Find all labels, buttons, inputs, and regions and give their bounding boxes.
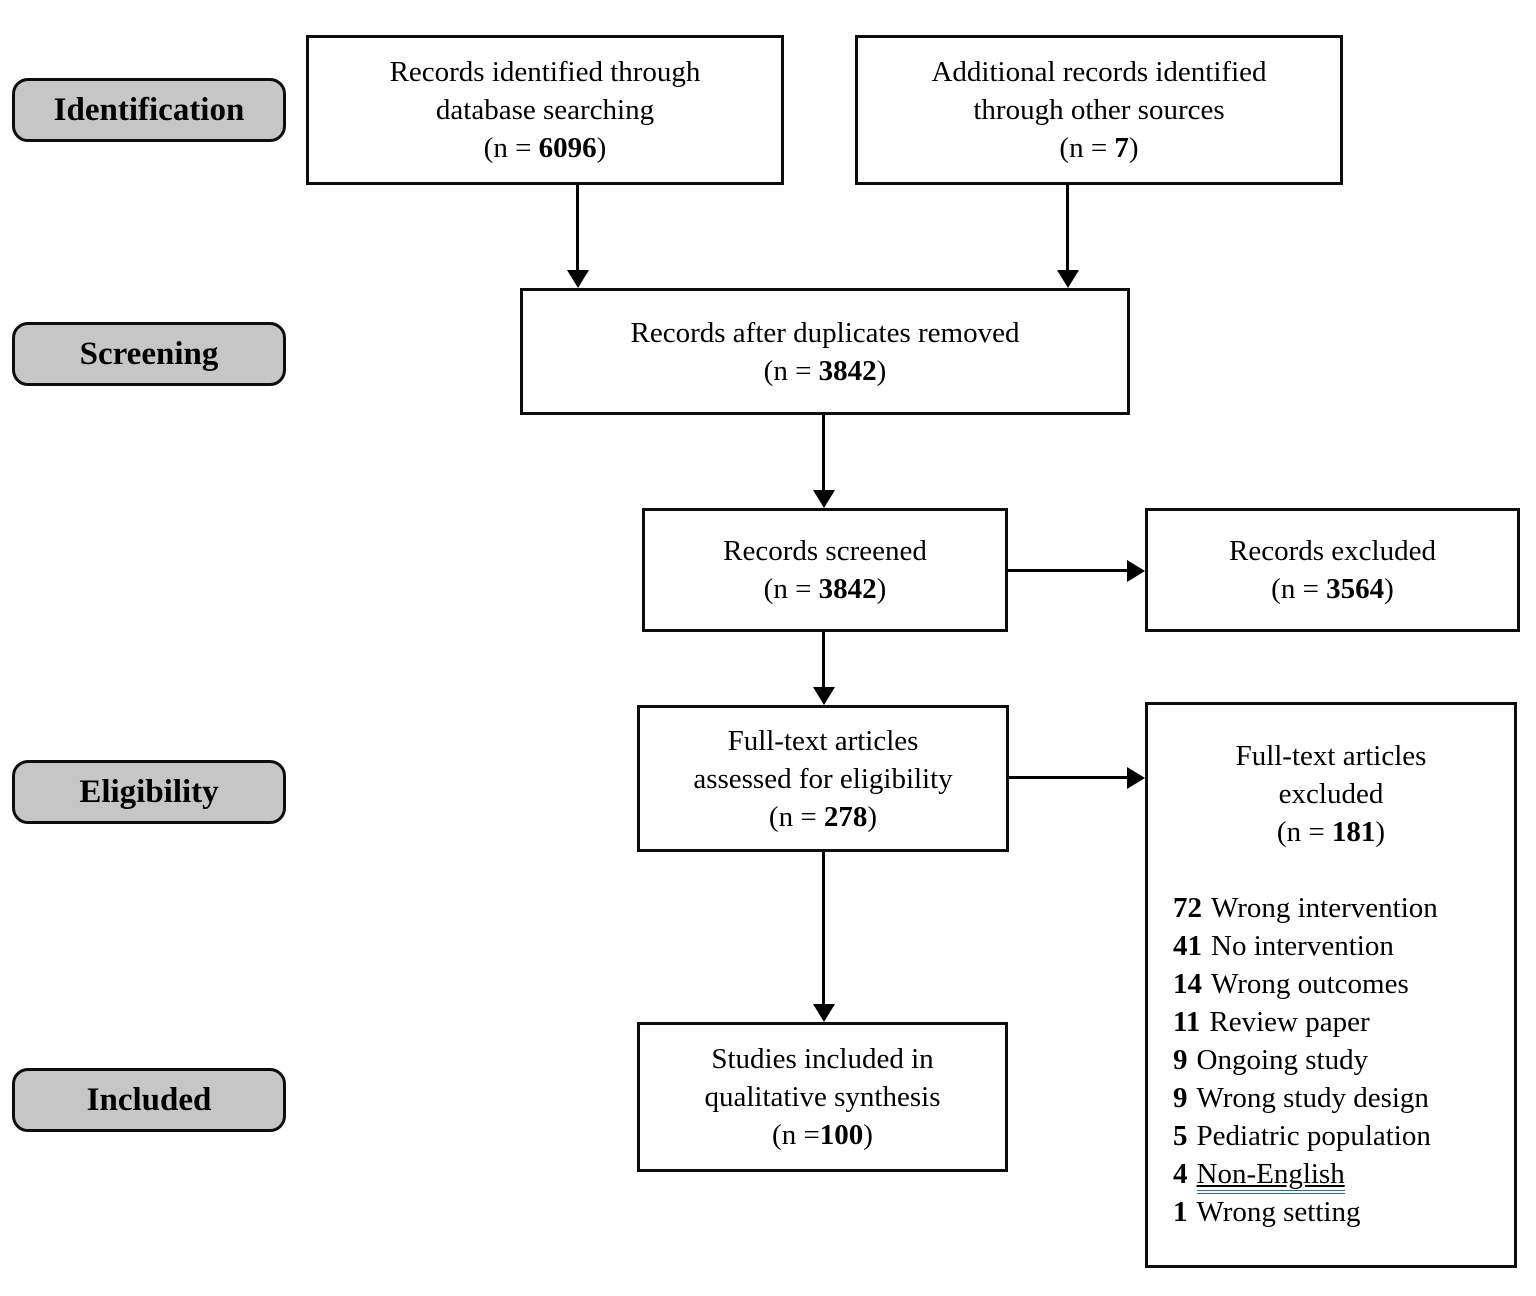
stage-label-screening: Screening: [12, 322, 286, 386]
n-count: (n = 3842): [763, 354, 887, 387]
box-text-line: Records identified through: [389, 56, 701, 88]
box-studies-included: Studies included in qualitative synthesi…: [637, 1022, 1008, 1172]
n-count: (n = 3564): [1271, 573, 1394, 605]
box-text-line: qualitative synthesis: [704, 1081, 941, 1113]
arrow-fulltext-to-fulltext-excluded: [1009, 776, 1128, 779]
arrow-screened-to-excluded: [1008, 569, 1128, 572]
stage-label-eligibility: Eligibility: [12, 760, 286, 824]
box-text-line: Studies included in: [711, 1043, 934, 1075]
box-text-line: Full-text articles: [1235, 740, 1427, 772]
box-text-line: database searching: [435, 94, 655, 126]
arrow-fulltext-to-included: [822, 852, 825, 1005]
box-records-excluded: Records excluded (n = 3564): [1145, 508, 1520, 632]
box-records-identified: Records identified through database sear…: [306, 35, 784, 185]
n-count: (n = 278): [768, 800, 878, 833]
box-additional-records: Additional records identified through ot…: [855, 35, 1343, 185]
box-text-line: through other sources: [973, 94, 1225, 126]
grammar-underlined-text: Non-English: [1196, 1158, 1345, 1194]
box-text-line: excluded: [1278, 778, 1384, 810]
box-text-line: assessed for eligibility: [693, 762, 953, 795]
stage-label-identification: Identification: [12, 78, 286, 142]
n-count: (n = 7): [1059, 132, 1139, 164]
arrow-duplicates-to-screened: [822, 415, 825, 491]
box-text-line: Records after duplicates removed: [630, 316, 1020, 349]
box-text-line: Full-text articles: [727, 724, 919, 757]
box-fulltext-excluded: Full-text articles excluded (n = 181) 72…: [1145, 702, 1517, 1268]
arrow-screened-to-fulltext: [822, 632, 825, 688]
box-text-line: Records screened: [723, 535, 927, 567]
n-count: (n = 3842): [763, 573, 887, 605]
n-count: (n = 181): [1276, 816, 1386, 848]
stage-label-included: Included: [12, 1068, 286, 1132]
box-records-screened: Records screened (n = 3842): [642, 508, 1008, 632]
box-text-line: Additional records identified: [931, 56, 1267, 88]
box-fulltext-assessed: Full-text articles assessed for eligibil…: [637, 705, 1009, 852]
n-count: (n = 6096): [483, 132, 607, 164]
n-count: (n =100): [772, 1119, 873, 1151]
box-duplicates-removed: Records after duplicates removed (n = 38…: [520, 288, 1130, 415]
box-text-line: Records excluded: [1229, 535, 1436, 567]
arrow-identified-to-duplicates: [576, 185, 579, 271]
arrow-additional-to-duplicates: [1066, 185, 1069, 271]
